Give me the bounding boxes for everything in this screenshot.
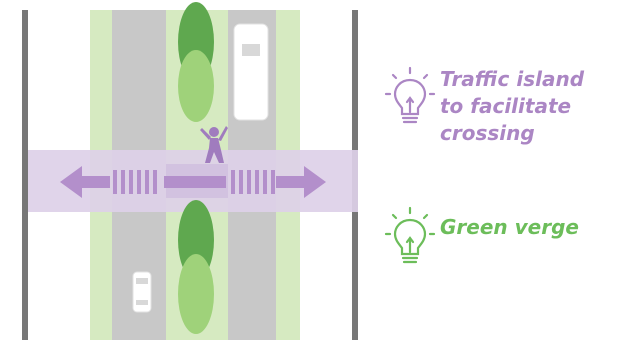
lightbulb-icon	[384, 206, 436, 264]
zebra-stripes-left	[113, 170, 157, 194]
zebra-stripes-right	[231, 170, 275, 194]
lightbulb-icon	[384, 66, 436, 124]
vehicle-car	[132, 271, 152, 313]
tree-top	[178, 2, 214, 122]
legend-traffic-island: Traffic island to facilitate crossing	[384, 66, 584, 147]
tree-bottom	[178, 200, 214, 334]
legend-label-green-verge: Green verge	[440, 215, 579, 239]
street-crossing-diagram	[22, 2, 358, 340]
legend-label-traffic-island: Traffic island to facilitate crossing	[440, 67, 585, 145]
crossing-arrow	[60, 166, 326, 198]
pedestrian-figure	[200, 126, 228, 163]
vehicle-bus	[233, 23, 269, 121]
legend-green-verge: Green verge	[384, 206, 579, 268]
left-curb	[22, 10, 28, 340]
